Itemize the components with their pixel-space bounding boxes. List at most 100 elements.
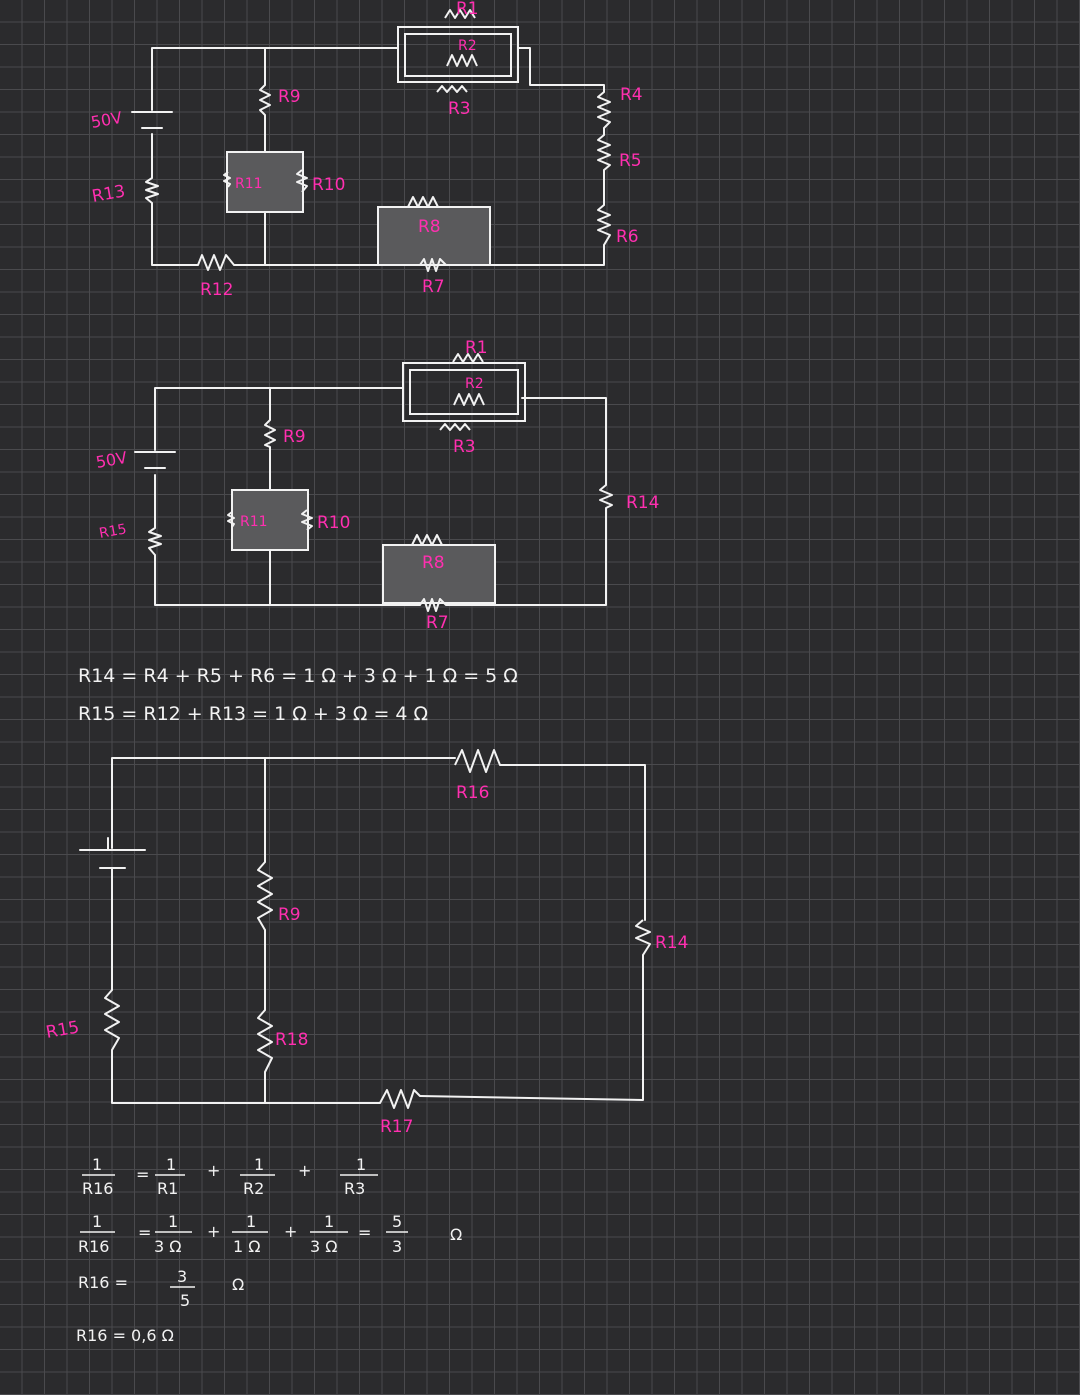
resistor-r10-icon <box>296 169 308 193</box>
fraction-denominator: R16 <box>78 1237 109 1256</box>
resistor-r8-icon <box>411 534 443 546</box>
label-r2: R2 <box>465 376 484 392</box>
resistor-r4-icon <box>597 91 611 129</box>
resistor-r14-icon <box>635 919 651 956</box>
circuit-2: 50V R1 R2 R3 R9 R11 R10 R15 R8 R7 R14 <box>94 338 659 633</box>
fraction-numerator: 1 <box>254 1155 264 1174</box>
resistor-r7-icon <box>419 258 447 272</box>
resistor-r3-icon <box>439 423 471 431</box>
voltage-label: 50V <box>94 448 128 472</box>
fraction-numerator: 1 <box>246 1212 256 1231</box>
equation-lhs: R16 = <box>78 1273 128 1292</box>
fraction-numerator: 1 <box>168 1212 178 1231</box>
resistor-r11-box <box>231 489 309 551</box>
plus-sign: + <box>284 1222 297 1241</box>
label-r11: R11 <box>240 514 268 530</box>
fraction-denominator: 1 Ω <box>233 1237 261 1256</box>
unit-ohm: Ω <box>450 1225 462 1244</box>
battery-icon <box>131 111 173 129</box>
label-r13: R13 <box>90 181 126 207</box>
circuit-1: 50V R1 R2 R3 R9 R11 R10 R13 R12 R8 R7 R4… <box>89 0 642 300</box>
battery-icon <box>79 837 146 869</box>
calc-line-2: 1 R16 = 1 3 Ω + 1 1 Ω + 1 3 Ω = 5 3 Ω <box>78 1212 462 1256</box>
resistor-r3-icon <box>436 85 468 93</box>
fraction-denominator: 3 <box>392 1237 402 1256</box>
label-r18: R18 <box>275 1030 308 1050</box>
label-r1: R1 <box>456 0 479 19</box>
equation-r14: R14 = R4 + R5 + R6 = 1 Ω + 3 Ω + 1 Ω = 5… <box>78 665 518 687</box>
resistor-r8-box <box>382 544 496 604</box>
label-r17: R17 <box>380 1117 413 1137</box>
fraction-numerator: 1 <box>92 1155 102 1174</box>
resistor-r10-icon <box>301 509 313 531</box>
battery-icon <box>134 451 176 469</box>
resistor-r9-icon <box>257 861 273 931</box>
resistor-r2-icon <box>446 54 478 67</box>
resistor-r8-box <box>377 206 491 266</box>
parallel-bank-box <box>397 26 519 83</box>
fraction-numerator: 1 <box>324 1212 334 1231</box>
label-r3: R3 <box>453 437 476 457</box>
label-r11: R11 <box>235 176 263 192</box>
label-r5: R5 <box>619 151 642 171</box>
plus-sign: + <box>207 1222 220 1241</box>
equals-sign: = <box>136 1165 149 1184</box>
calc-line-4: R16 = 0,6 Ω <box>76 1326 174 1345</box>
resistor-r7-icon <box>419 598 447 612</box>
fraction-denominator: R16 <box>82 1179 113 1198</box>
fraction-denominator: 5 <box>180 1291 190 1310</box>
resistor-r14-icon <box>599 484 613 509</box>
resistor-r18-icon <box>257 1009 273 1073</box>
resistor-r11-icon <box>223 171 231 188</box>
fraction-numerator: 5 <box>392 1212 402 1231</box>
label-r6: R6 <box>616 227 639 247</box>
resistor-r12-icon <box>197 254 235 271</box>
label-r10: R10 <box>312 175 345 195</box>
resistor-r17-icon <box>379 1089 421 1109</box>
calc-line-1: 1 R16 = 1 R1 + 1 R2 + 1 R3 <box>82 1155 378 1198</box>
label-r1: R1 <box>465 338 488 358</box>
circuit-3: R16 R9 R18 R14 R15 R17 <box>44 749 688 1137</box>
label-r9: R9 <box>283 427 306 447</box>
circuit-3-wires <box>111 757 646 1104</box>
fraction-numerator: 1 <box>166 1155 176 1174</box>
label-r15: R15 <box>98 521 128 542</box>
label-r14: R14 <box>655 933 688 953</box>
resistor-r15-icon <box>104 989 120 1051</box>
fraction-denominator: 3 Ω <box>154 1237 182 1256</box>
plus-sign: + <box>298 1161 311 1180</box>
resistor-r8-icon <box>407 196 439 208</box>
parallel-bank-box <box>402 362 526 422</box>
label-r8: R8 <box>418 217 441 237</box>
label-r4: R4 <box>620 85 643 105</box>
resistor-r1-icon <box>452 353 484 363</box>
resistor-r11-icon <box>227 511 235 528</box>
label-r2: R2 <box>458 38 477 54</box>
fraction-numerator: 1 <box>356 1155 366 1174</box>
label-r9: R9 <box>278 87 301 107</box>
label-r8: R8 <box>422 553 445 573</box>
resistor-r13-icon <box>145 177 159 204</box>
resistor-r15-icon <box>148 527 162 556</box>
parallel-bank-inner-box <box>404 33 512 77</box>
equation-r15: R15 = R12 + R13 = 1 Ω + 3 Ω = 4 Ω <box>78 703 428 725</box>
circuit-2-wires <box>154 387 607 606</box>
resistor-r2-icon <box>453 393 485 406</box>
equals-sign: = <box>138 1223 151 1242</box>
label-r12: R12 <box>200 280 233 300</box>
voltage-label: 50V <box>89 108 123 132</box>
label-r3: R3 <box>448 99 471 119</box>
fraction-denominator: R3 <box>344 1179 365 1198</box>
equals-sign: = <box>358 1223 371 1242</box>
parallel-bank-inner-box <box>409 369 519 415</box>
calc-line-3: R16 = 3 5 Ω <box>78 1267 244 1310</box>
resistor-r5-icon <box>597 134 611 171</box>
fraction-denominator: R1 <box>157 1179 178 1198</box>
label-r16: R16 <box>456 783 489 803</box>
resistor-r6-icon <box>597 204 611 246</box>
plus-sign: + <box>207 1161 220 1180</box>
label-r7: R7 <box>422 277 445 297</box>
label-r7: R7 <box>426 613 449 633</box>
label-r10: R10 <box>317 513 350 533</box>
